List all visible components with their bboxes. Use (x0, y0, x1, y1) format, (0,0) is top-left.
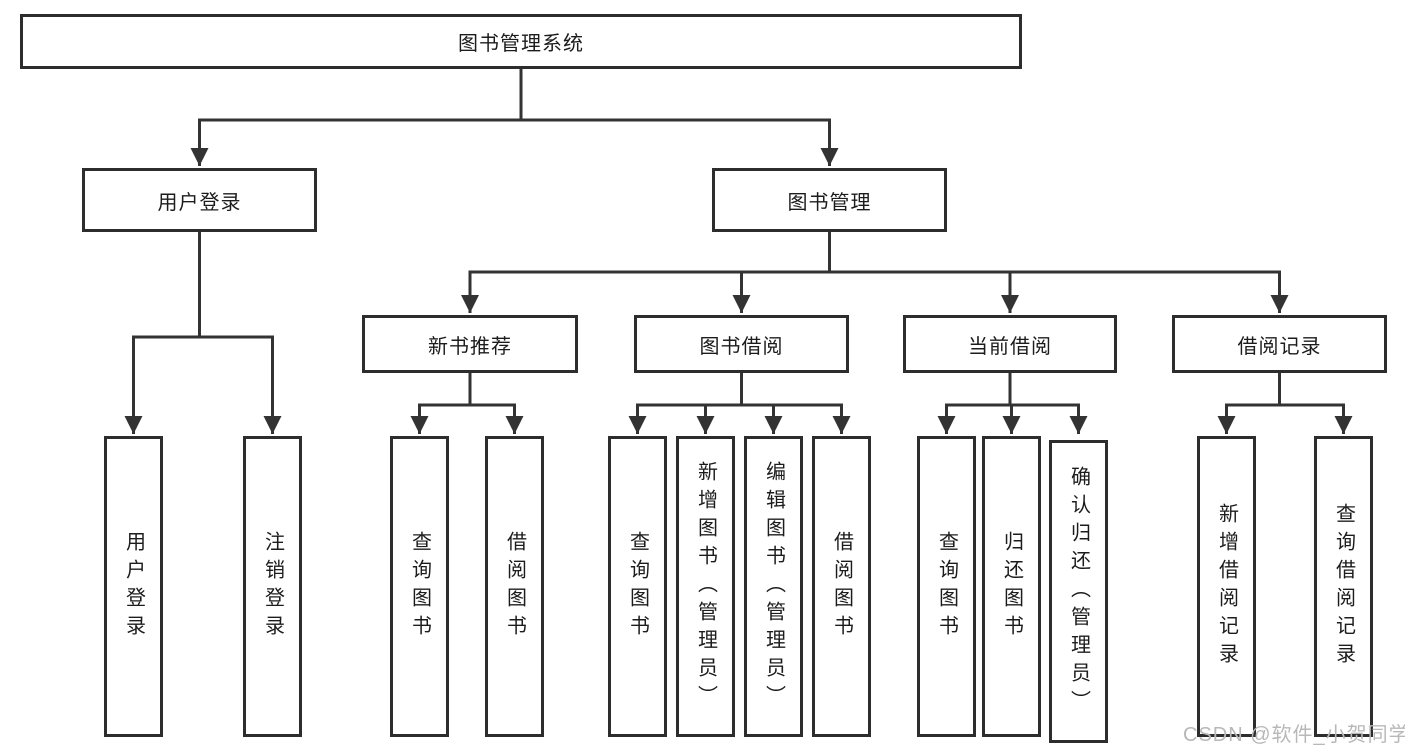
leaf-recommend-borrow-books: 借阅图书 (485, 436, 544, 737)
node-book-management-label: 图书管理 (787, 191, 872, 214)
node-user-login-label: 用户登录 (157, 191, 242, 214)
node-user-login: 用户登录 (82, 168, 317, 232)
leaf-return-books: 归还图书 (982, 436, 1041, 737)
leaf-user-login-label: 用户登录 (122, 530, 145, 643)
leaf-query-borrow-record-label: 查询借阅记录 (1332, 502, 1355, 671)
node-borrowing-records: 借阅记录 (1172, 315, 1387, 373)
leaf-return-books-label: 归还图书 (1000, 530, 1023, 643)
leaf-recommend-query-books-label: 查询图书 (408, 530, 431, 643)
leaf-user-login: 用户登录 (104, 436, 163, 737)
node-book-borrowing: 图书借阅 (634, 315, 849, 373)
node-new-book-recommend: 新书推荐 (362, 315, 578, 373)
leaf-recommend-borrow-books-label: 借阅图书 (503, 530, 526, 643)
csdn-watermark: CSDN @软件_小贺同学 (1183, 724, 1405, 746)
leaf-add-books-admin: 新增图书（管理员） (676, 436, 735, 737)
node-book-management-system-label: 图书管理系统 (458, 33, 584, 55)
leaf-current-query-books: 查询图书 (917, 436, 976, 737)
leaf-confirm-return-admin: 确认归还（管理员） (1049, 440, 1108, 743)
leaf-borrowing-query-books: 查询图书 (608, 436, 667, 737)
leaf-edit-books-admin-label: 编辑图书（管理员） (762, 460, 785, 713)
leaf-borrowing-borrow-books: 借阅图书 (812, 436, 871, 737)
leaf-current-query-books-label: 查询图书 (935, 530, 958, 643)
leaf-logout-label: 注销登录 (261, 530, 284, 643)
node-borrowing-records-label: 借阅记录 (1237, 335, 1322, 358)
leaf-recommend-query-books: 查询图书 (390, 436, 449, 737)
leaf-borrowing-query-books-label: 查询图书 (626, 530, 649, 643)
leaf-query-borrow-record: 查询借阅记录 (1314, 436, 1373, 737)
node-current-borrowing-label: 当前借阅 (968, 335, 1052, 358)
leaf-edit-books-admin: 编辑图书（管理员） (744, 436, 803, 737)
node-current-borrowing: 当前借阅 (903, 315, 1117, 373)
node-book-management-system: 图书管理系统 (20, 14, 1022, 69)
node-book-management: 图书管理 (712, 168, 947, 232)
leaf-add-borrow-record: 新增借阅记录 (1197, 436, 1256, 737)
node-book-borrowing-label: 图书借阅 (699, 335, 784, 358)
leaf-confirm-return-admin-label: 确认归还（管理员） (1067, 465, 1090, 718)
leaf-add-borrow-record-label: 新增借阅记录 (1215, 502, 1238, 671)
leaf-logout: 注销登录 (243, 436, 302, 737)
leaf-add-books-admin-label: 新增图书（管理员） (694, 460, 717, 713)
leaf-borrowing-borrow-books-label: 借阅图书 (830, 530, 853, 643)
node-new-book-recommend-label: 新书推荐 (428, 335, 512, 358)
